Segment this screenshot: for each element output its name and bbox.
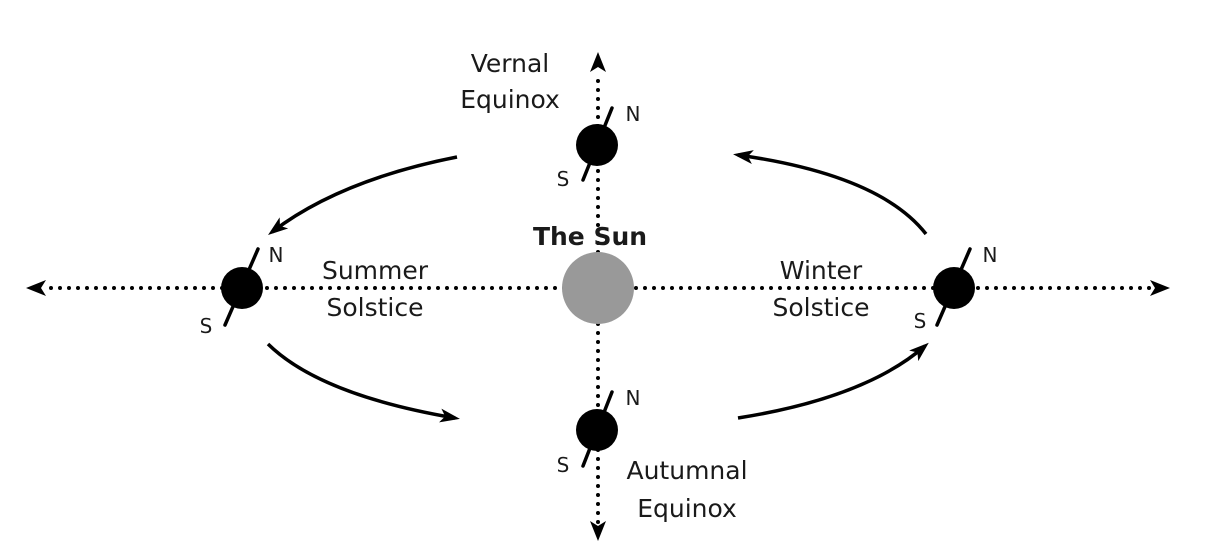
north-pole-label: N xyxy=(269,243,284,267)
autumnal-label-line2: Equinox xyxy=(637,494,737,523)
south-pole-label: S xyxy=(557,453,570,477)
orbit-arrow-vernal-to-summer xyxy=(268,155,458,236)
summer-label-line1: Summer xyxy=(322,256,429,285)
orbit-arrow-summer-to-autumnal xyxy=(266,342,460,423)
earth-globe xyxy=(576,409,618,451)
north-pole-label: N xyxy=(983,243,998,267)
south-pole-label: S xyxy=(200,314,213,338)
autumnal-label-line1: Autumnal xyxy=(626,456,747,485)
right-arrowhead xyxy=(1150,280,1170,296)
orbit-arrows xyxy=(266,150,929,423)
earth-winter-solstice: N S Winter Solstice xyxy=(772,243,997,333)
earth-vernal-equinox: N S Vernal Equinox xyxy=(460,49,640,191)
south-pole-label: S xyxy=(914,309,927,333)
orbit-arrow-winter-to-vernal xyxy=(733,150,928,236)
down-arrowhead xyxy=(590,521,606,541)
axis-arrowheads xyxy=(26,52,1170,541)
earth-globe xyxy=(221,267,263,309)
earth-summer-solstice: N S Summer Solstice xyxy=(200,243,429,338)
sun-label: The Sun xyxy=(533,222,647,251)
summer-label-line2: Solstice xyxy=(326,293,423,322)
vernal-label-line1: Vernal xyxy=(471,49,550,78)
left-arrowhead xyxy=(26,280,46,296)
earth-autumnal-equinox: N S Autumnal Equinox xyxy=(557,386,748,523)
orbit-arrow-autumnal-to-winter xyxy=(737,342,929,420)
earth-globe xyxy=(933,267,975,309)
south-pole-label: S xyxy=(557,167,570,191)
winter-label-line2: Solstice xyxy=(772,293,869,322)
north-pole-label: N xyxy=(626,386,641,410)
north-pole-label: N xyxy=(626,102,641,126)
sun: The Sun xyxy=(533,222,647,324)
sun-disc xyxy=(562,252,634,324)
up-arrowhead xyxy=(590,52,606,72)
vernal-label-line2: Equinox xyxy=(460,85,560,114)
winter-label-line1: Winter xyxy=(780,256,863,285)
earth-globe xyxy=(576,124,618,166)
